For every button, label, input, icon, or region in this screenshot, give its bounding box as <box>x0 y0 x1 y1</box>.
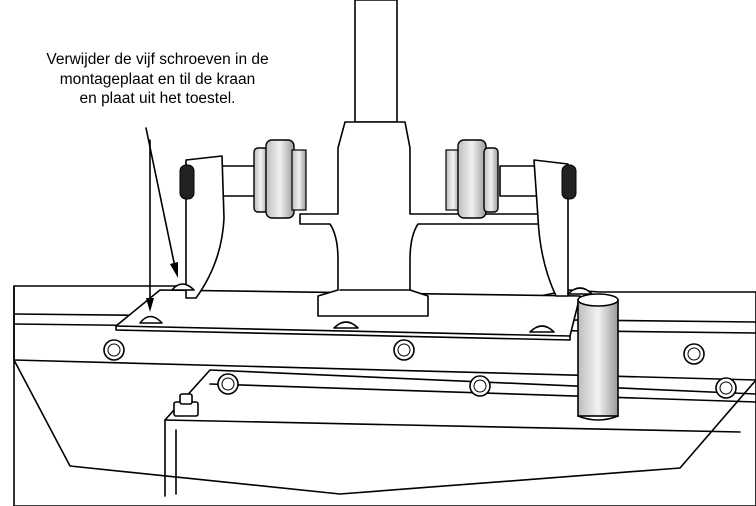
left-valve <box>179 139 307 299</box>
screw-head-icon <box>171 283 195 291</box>
screw-head-icon <box>529 325 555 333</box>
right-valve <box>445 139 577 297</box>
screw-head-icon <box>333 321 359 329</box>
nut-icon <box>173 393 199 417</box>
screw-head-icon <box>567 287 593 295</box>
rail-bolts <box>103 339 737 399</box>
instruction-line-1: Verwijder de vijf schroeven in de <box>46 51 269 68</box>
cylinder-post <box>577 293 619 421</box>
screw-head-icon <box>139 315 163 324</box>
instruction-caption: Verwijder de vijf schroeven in de montag… <box>0 50 315 109</box>
instruction-line-2: montageplaat en til de kraan <box>59 70 256 88</box>
instruction-line-3: en plaat uit het toestel. <box>79 90 236 107</box>
plate-screws <box>139 283 593 333</box>
faucet-body <box>179 0 577 317</box>
pointer-arrow <box>145 127 178 312</box>
